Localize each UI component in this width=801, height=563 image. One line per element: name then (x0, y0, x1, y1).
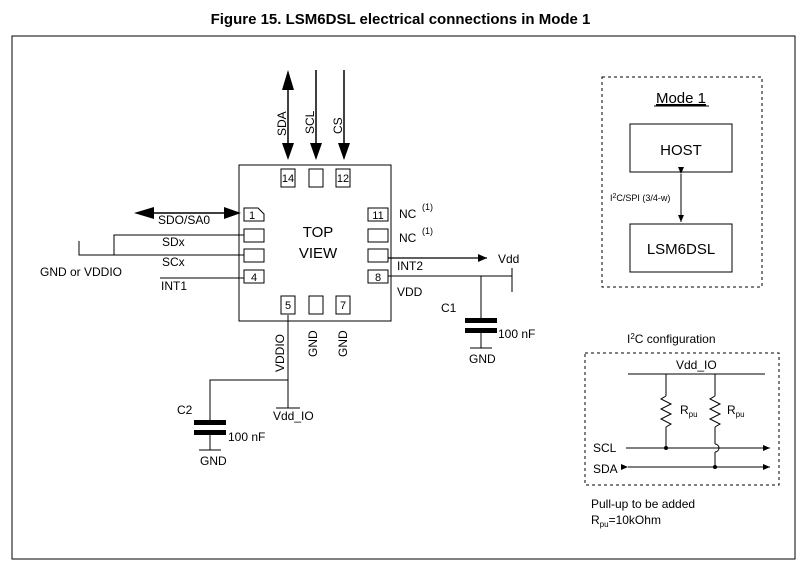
sda-label: SDA (275, 111, 289, 136)
i2c-box (584, 352, 780, 486)
pin-5-number: 5 (285, 300, 291, 312)
device-label: LSM6DSL (647, 241, 715, 258)
vdd-label: VDD (397, 285, 423, 299)
c1-label: C1 (441, 301, 457, 315)
pin-1-number: 1 (249, 210, 255, 222)
rpu-2-label: Rpu (727, 403, 745, 419)
i2c-sda-label: SDA (593, 462, 618, 476)
pin-3-pad (243, 248, 265, 263)
i2c-title: I2C configuration (627, 332, 716, 346)
mode-box (601, 76, 763, 288)
c2-plate-top (194, 420, 226, 425)
nc-1-label: NC (399, 207, 417, 221)
sdo-sa0-label: SDO/SA0 (158, 213, 210, 227)
cs-label: CS (331, 117, 345, 134)
nc-1-note: (1) (422, 202, 433, 212)
scx-wire (78, 241, 244, 256)
c2-label: C2 (177, 403, 193, 417)
figure-frame (11, 35, 796, 560)
scl-label: SCL (303, 110, 317, 134)
vdd-io-label: Vdd_IO (273, 409, 314, 423)
pin-8-number: 8 (375, 272, 381, 284)
pullup-note-line1: Pull-up to be added (591, 497, 695, 511)
int2-label: INT2 (397, 259, 423, 273)
vddio-label: VDDIO (273, 334, 287, 372)
i2c-scl-label: SCL (593, 441, 617, 455)
pin-9-pad (367, 248, 389, 263)
pin-7-pad (335, 295, 351, 315)
pin-12-number: 12 (337, 173, 349, 185)
gnd-pin6-label: GND (306, 330, 320, 357)
gnd-pin7-label: GND (336, 330, 350, 357)
pin-1-pad (243, 207, 265, 222)
gnd-or-vddio-label: GND or VDDIO (40, 265, 122, 279)
pin-4-number: 4 (251, 272, 257, 284)
chip-body (238, 164, 392, 322)
c1-value: 100 nF (498, 327, 535, 341)
c2-value: 100 nF (228, 430, 265, 444)
pin-5-pad (280, 295, 296, 315)
pin-6-pad (308, 295, 324, 315)
host-box (629, 123, 733, 173)
rpu-1-label: Rpu (680, 403, 698, 419)
pin-11-pad (367, 207, 389, 222)
c1-gnd-label: GND (469, 352, 496, 366)
vdd-out-label: Vdd (498, 252, 519, 266)
sda-arrow-up (282, 70, 294, 90)
pin-7-number: 7 (340, 300, 346, 312)
pin-2-pad (243, 228, 265, 243)
mode-title: Mode 1 (656, 90, 706, 107)
scx-label: SCx (162, 255, 185, 269)
pin-14-number: 14 (282, 173, 294, 185)
pin-13-pad (308, 168, 324, 188)
i2c-vdd-io-label: Vdd_IO (676, 358, 717, 372)
nc-2-note: (1) (422, 226, 433, 236)
host-label: HOST (660, 142, 702, 159)
c1-plate-bottom (465, 328, 497, 333)
sdx-label: SDx (162, 235, 185, 249)
sdo-sa0-arrow-right (224, 207, 241, 219)
c1-plate-top (465, 318, 497, 323)
c2-plate-bottom (194, 430, 226, 435)
sda-arrow-down (282, 143, 294, 160)
c2-gnd-label: GND (200, 454, 227, 468)
device-box (629, 223, 733, 273)
pin-12-pad (335, 168, 351, 188)
bus-label: I2C/SPI (3/4-w) (610, 193, 670, 203)
pin-10-pad (367, 228, 389, 243)
nc-2-label: NC (399, 231, 417, 245)
pin-14-pad (280, 168, 296, 188)
rpu-2-resistor (708, 395, 722, 428)
figure-title: Figure 15. LSM6DSL electrical connection… (210, 11, 591, 28)
rpu-1-resistor (659, 395, 673, 428)
int1-label: INT1 (161, 279, 187, 293)
sdo-sa0-arrow-left (134, 207, 154, 219)
chip-view-label: VIEW (299, 245, 338, 262)
cs-arrow (338, 143, 350, 160)
pin-11-number: 11 (372, 210, 383, 222)
chip-top-label: TOP (303, 224, 334, 241)
pin-4-pad (243, 269, 265, 284)
pullup-note-line2: Rpu=10kOhm (591, 513, 661, 529)
sdx-wire (113, 234, 244, 255)
vddio-wire (209, 315, 289, 420)
scl-arrow (310, 143, 322, 160)
